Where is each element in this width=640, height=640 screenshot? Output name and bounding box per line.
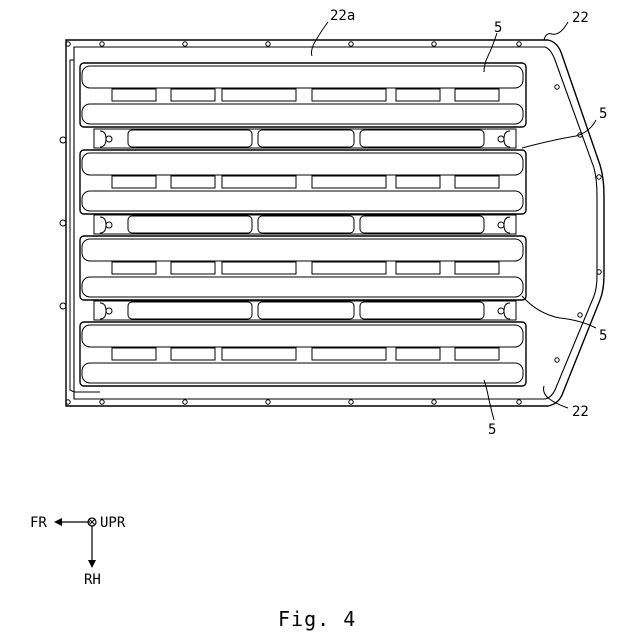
bolt-hole: [578, 313, 582, 317]
bolt-hole: [517, 400, 521, 404]
cross-member: [94, 129, 516, 148]
label-22a: 22a: [330, 8, 355, 24]
bolt-hole: [432, 400, 436, 404]
bolt-holes: [60, 42, 601, 404]
bolt-hole: [432, 42, 436, 46]
bolt-hole: [349, 42, 353, 46]
bolt-hole: [60, 303, 66, 309]
direction-indicator: FR UPR RH: [30, 515, 126, 588]
leader-22a: [312, 22, 329, 56]
battery-modules: [80, 63, 526, 386]
bolt-hole: [183, 42, 187, 46]
label-5-upper-right: 5: [599, 106, 607, 122]
figure-caption: Fig. 4: [278, 607, 356, 631]
arrow-left-icon: [54, 518, 62, 526]
cross-member: [94, 215, 516, 234]
bolt-hole: [555, 85, 559, 89]
bolt-hole: [183, 400, 187, 404]
bolt-hole: [266, 42, 270, 46]
battery-module: [80, 322, 526, 386]
arrow-down-icon: [88, 560, 96, 568]
label-5-bottom: 5: [488, 422, 496, 438]
battery-module: [80, 236, 526, 300]
label-22-bottom: 22: [572, 404, 589, 420]
bolt-hole: [60, 220, 66, 226]
label-22-top: 22: [572, 10, 589, 26]
bolt-hole: [555, 358, 559, 362]
cross-member: [94, 301, 516, 320]
direction-upr: UPR: [100, 515, 126, 531]
battery-module: [80, 63, 526, 127]
bolt-hole: [266, 400, 270, 404]
leader-22-top: [544, 22, 568, 40]
bolt-hole: [517, 42, 521, 46]
bolt-hole: [597, 175, 601, 179]
direction-fr: FR: [30, 515, 47, 531]
cross-members: [94, 129, 516, 320]
bolt-hole: [100, 42, 104, 46]
bolt-hole: [100, 400, 104, 404]
label-5-lower-right: 5: [599, 328, 607, 344]
label-5-top: 5: [494, 20, 502, 36]
leader-5-lower-right: [522, 296, 596, 328]
bolt-hole: [60, 137, 66, 143]
bolt-hole: [349, 400, 353, 404]
battery-module: [80, 150, 526, 214]
direction-rh: RH: [84, 572, 101, 588]
tray-outer-frame: [66, 40, 604, 406]
